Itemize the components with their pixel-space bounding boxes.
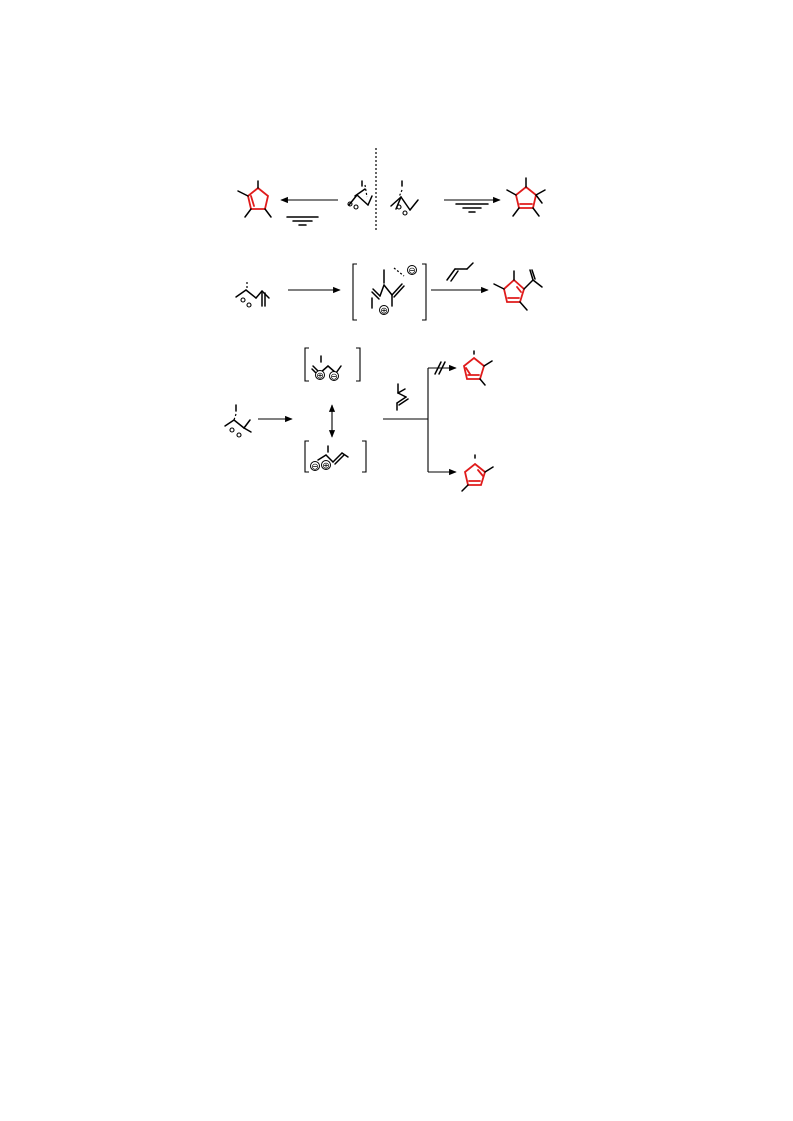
blocked-path-marker bbox=[434, 361, 442, 375]
svg-text:⊕: ⊕ bbox=[322, 461, 330, 471]
svg-text:⊖: ⊖ bbox=[408, 266, 416, 276]
row1-left-starting-material bbox=[347, 180, 373, 210]
row1-right-product bbox=[506, 177, 546, 217]
svg-text:⊖: ⊖ bbox=[311, 462, 319, 472]
row2-alkene-reagent bbox=[446, 262, 474, 282]
svg-text:⊕: ⊕ bbox=[380, 306, 388, 316]
plus-charge-icon: ⊕ bbox=[321, 460, 331, 471]
plus-charge-icon: ⊕ bbox=[379, 305, 389, 316]
minus-charge-icon: ⊖ bbox=[329, 371, 339, 382]
row1-left-alkyne-reagent bbox=[286, 216, 319, 226]
row3-alkene-reagent bbox=[396, 383, 409, 411]
row3-resonance-form-bottom: ⊖ ⊕ bbox=[304, 440, 367, 473]
row1-right-alkyne-reagent bbox=[455, 203, 489, 213]
row3-bottom-product bbox=[461, 454, 494, 492]
row3-resonance-form-top: ⊕ ⊖ bbox=[304, 347, 361, 382]
row2-intermediate: ⊕ ⊖ bbox=[352, 263, 427, 321]
row3-starting-material bbox=[224, 404, 252, 438]
row1-left-product bbox=[237, 180, 272, 218]
row1-right-starting-material bbox=[390, 180, 419, 216]
row3-branch-arrows bbox=[383, 361, 457, 476]
row2-product bbox=[493, 269, 543, 311]
row2-starting-material bbox=[235, 282, 270, 308]
svg-text:⊕: ⊕ bbox=[316, 371, 324, 381]
minus-charge-icon: ⊖ bbox=[310, 461, 320, 472]
svg-text:⊖: ⊖ bbox=[330, 372, 338, 382]
row3-top-product bbox=[462, 350, 493, 386]
minus-charge-icon: ⊖ bbox=[407, 265, 417, 276]
plus-charge-icon: ⊕ bbox=[315, 370, 325, 381]
